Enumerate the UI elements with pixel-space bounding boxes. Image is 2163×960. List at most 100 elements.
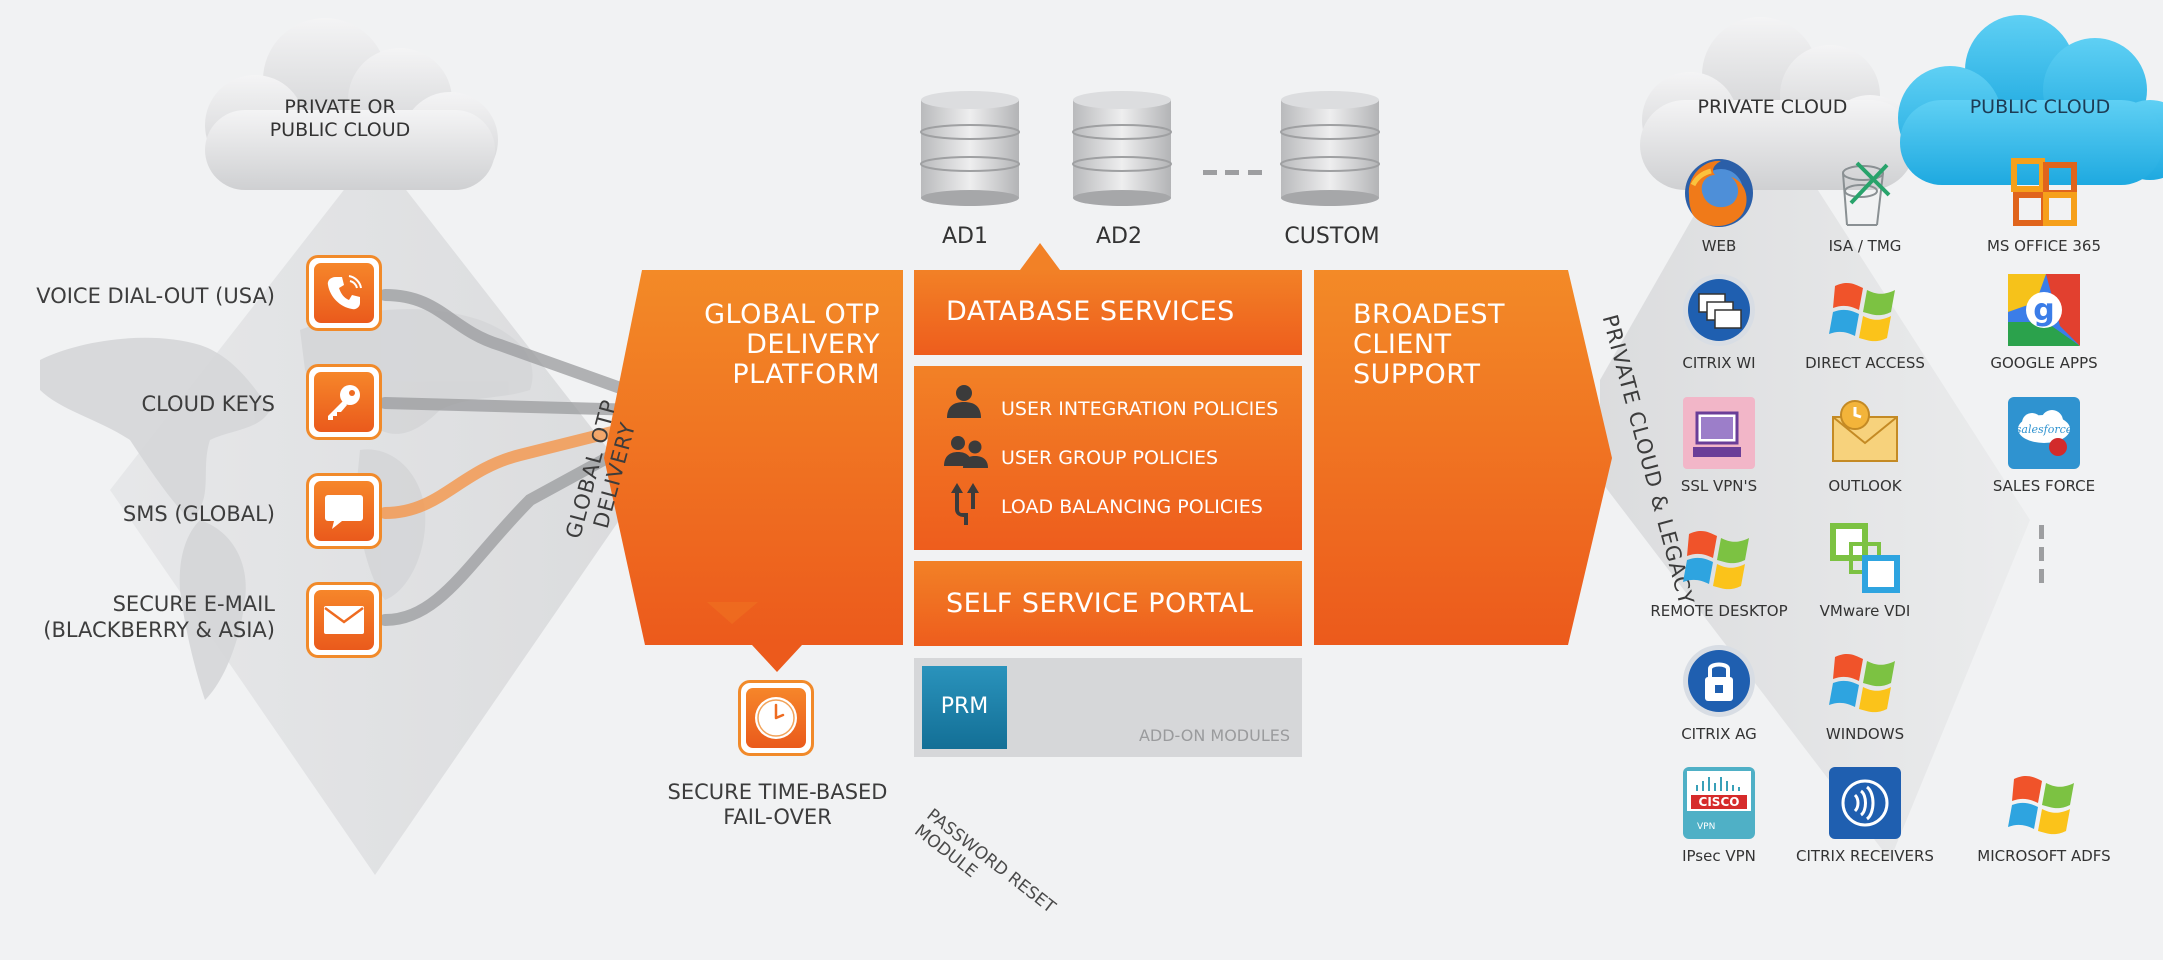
app-label-ipsec-vpn: IPsec VPN — [1682, 847, 1756, 865]
isa-icon — [1842, 161, 1891, 226]
app-citrix-wi[interactable]: CITRIX WI — [1634, 272, 1804, 372]
db-label-ad1: AD1 — [942, 224, 988, 249]
db-label-custom: CUSTOM — [1284, 224, 1380, 249]
prm-module[interactable]: PRM — [922, 666, 1007, 749]
public-cloud — [1898, 15, 2163, 185]
svg-text:g: g — [2033, 293, 2054, 328]
app-label-remote-desktop: REMOTE DESKTOP — [1650, 602, 1788, 620]
phone-icon[interactable] — [306, 255, 382, 331]
more-dots — [2039, 525, 2044, 583]
app-label-citrix-receivers: CITRIX RECEIVERS — [1796, 847, 1934, 865]
google-icon: g — [2008, 274, 2080, 346]
app-label-direct-access: DIRECT ACCESS — [1805, 354, 1925, 372]
app-label-isa-tmg: ISA / TMG — [1828, 237, 1902, 255]
load-balance-icon — [951, 483, 979, 525]
windows-icon — [2008, 775, 2074, 835]
delivery-connectors — [379, 289, 646, 626]
user-icon — [947, 385, 981, 418]
app-label-citrix-ag: CITRIX AG — [1681, 725, 1757, 743]
windows-icon — [1829, 653, 1895, 713]
cisco-icon: CISCO VPN — [1683, 767, 1755, 839]
mail-icon[interactable] — [306, 582, 382, 658]
app-label-windows: WINDOWS — [1825, 725, 1905, 743]
clock-icon[interactable] — [738, 680, 814, 756]
app-isa-tmg[interactable]: ISA / TMG — [1780, 155, 1950, 255]
app-windows[interactable]: WINDOWS — [1780, 643, 1950, 743]
outlook-icon — [1832, 400, 1898, 462]
app-ssl-vpn[interactable]: SSL VPN'S — [1634, 395, 1804, 495]
user-group-icon — [944, 436, 988, 468]
prm-label: PRM — [940, 694, 989, 719]
salesforce-icon: salesforce — [2008, 397, 2080, 469]
addon-modules-panel: PRM ADD-ON MODULES — [914, 658, 1302, 757]
app-microsoft-adfs[interactable]: MICROSOFT ADFS — [1959, 765, 2129, 865]
key-icon[interactable] — [306, 364, 382, 440]
delivery-label-voice: VOICE DIAL-OUT (USA) — [36, 284, 275, 308]
app-label-ssl-vpn: SSL VPN'S — [1680, 477, 1758, 495]
app-sales-force[interactable]: salesforce SALES FORCE — [1959, 395, 2129, 495]
policies-panel: USER INTEGRATION POLICIES USER GROUP POL… — [914, 366, 1302, 550]
vmware-icon — [1830, 523, 1900, 593]
svg-text:salesforce: salesforce — [2016, 423, 2073, 436]
policy-load-balancing: LOAD BALANCING POLICIES — [1001, 496, 1263, 518]
app-web[interactable]: WEB — [1634, 155, 1804, 255]
app-remote-desktop[interactable]: REMOTE DESKTOP — [1634, 520, 1804, 620]
db-pointer — [1020, 243, 1060, 270]
app-citrix-receivers[interactable]: CITRIX RECEIVERS — [1780, 765, 1950, 865]
database-stacks — [920, 91, 1380, 206]
db-ad1 — [920, 91, 1020, 206]
windows-icon — [1829, 282, 1895, 342]
app-ms-office-365[interactable]: MS OFFICE 365 — [1959, 155, 2129, 255]
windows-icon — [1683, 530, 1749, 590]
client-support-panel — [1314, 270, 1612, 645]
app-label-sales-force: SALES FORCE — [1992, 477, 2096, 495]
addon-modules-label: ADD-ON MODULES — [1138, 726, 1290, 745]
app-vmware-vdi[interactable]: VMware VDI — [1780, 520, 1950, 620]
app-label-google-apps: GOOGLE APPS — [1990, 354, 2098, 372]
app-citrix-ag[interactable]: CITRIX AG — [1634, 643, 1804, 743]
app-label-outlook: OUTLOOK — [1828, 477, 1902, 495]
db-label-ad2: AD2 — [1096, 224, 1142, 249]
policy-user-integration: USER INTEGRATION POLICIES — [1001, 398, 1279, 420]
app-label-web: WEB — [1701, 237, 1737, 255]
db-custom — [1280, 91, 1380, 206]
app-label-microsoft-adfs: MICROSOFT ADFS — [1977, 847, 2111, 865]
app-ipsec-vpn[interactable]: CISCO VPN IPsec VPN — [1634, 765, 1804, 865]
failover-label: SECURE TIME-BASED FAIL-OVER — [667, 780, 888, 829]
platform-panel — [604, 270, 903, 645]
left-cloud-label: PRIVATE OR PUBLIC CLOUD — [269, 96, 411, 141]
self-service-panel[interactable]: SELF SERVICE PORTAL — [914, 561, 1302, 646]
background-graphics — [40, 15, 2163, 875]
db-ad2 — [1072, 91, 1172, 206]
svg-text:VPN: VPN — [1697, 822, 1715, 832]
delivery-label-email: SECURE E-MAIL (BLACKBERRY & ASIA) — [43, 592, 275, 642]
citrix-ag-icon — [1683, 645, 1755, 717]
database-services-title: DATABASE SERVICES — [946, 296, 1235, 327]
svg-text:CISCO: CISCO — [1699, 795, 1740, 809]
self-service-title: SELF SERVICE PORTAL — [946, 588, 1254, 619]
failover-pointer — [752, 645, 802, 672]
platform-title: GLOBAL OTP DELIVERY PLATFORM — [704, 299, 880, 390]
app-label-citrix-wi: CITRIX WI — [1682, 354, 1756, 372]
delivery-label-sms: SMS (GLOBAL) — [122, 502, 275, 526]
delivery-label-cloud-keys: CLOUD KEYS — [141, 392, 275, 416]
sms-icon[interactable] — [306, 473, 382, 549]
ellipsis-dashes — [1203, 170, 1262, 175]
firefox-icon — [1685, 159, 1753, 227]
citrix-wi-icon — [1683, 274, 1755, 346]
office-icon — [2011, 158, 2077, 226]
private-cloud — [1640, 17, 1915, 190]
app-direct-access[interactable]: DIRECT ACCESS — [1780, 272, 1950, 372]
app-label-ms-office-365: MS OFFICE 365 — [1986, 237, 2102, 255]
database-services-panel: DATABASE SERVICES — [914, 270, 1302, 355]
app-label-vmware-vdi: VMware VDI — [1819, 602, 1911, 620]
left-cloud — [205, 18, 498, 190]
app-google-apps[interactable]: g GOOGLE APPS — [1959, 272, 2129, 372]
app-outlook[interactable]: OUTLOOK — [1780, 395, 1950, 495]
private-cloud-label: PRIVATE CLOUD — [1697, 96, 1848, 118]
client-support-title: BROADEST CLIENT SUPPORT — [1353, 299, 1506, 390]
ssl-vpn-icon — [1683, 397, 1755, 469]
public-cloud-label: PUBLIC CLOUD — [1969, 96, 2111, 118]
citrix-receiver-icon — [1829, 767, 1901, 839]
policy-user-group: USER GROUP POLICIES — [1001, 447, 1219, 469]
